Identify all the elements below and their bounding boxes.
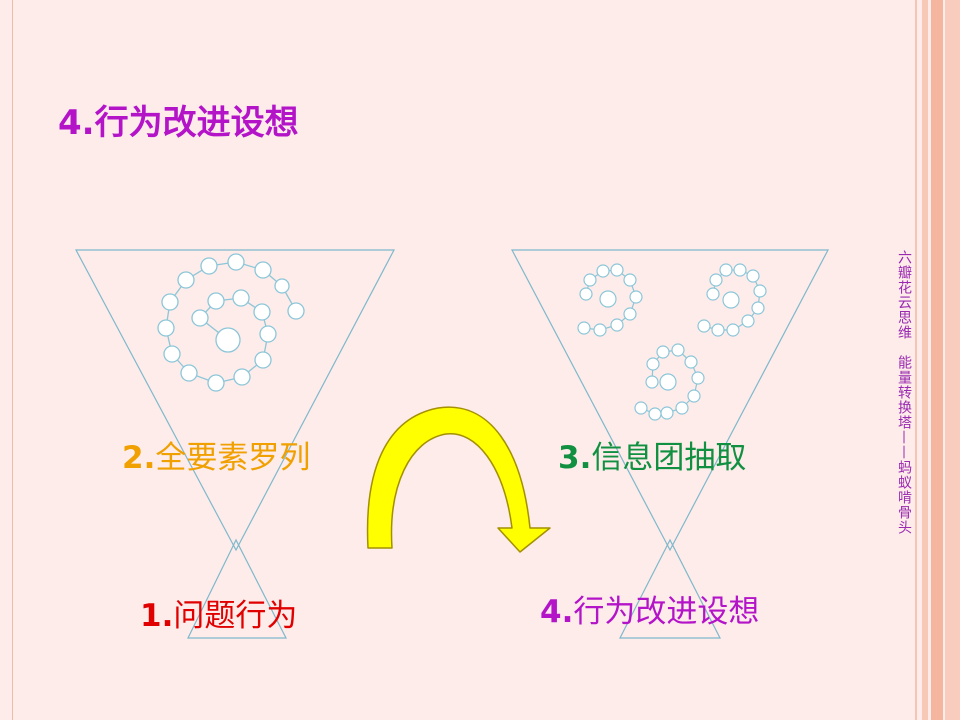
label-problem-behavior: 1.问题行为 [140,598,298,634]
label-improvement: 4.行为改进设想 [540,594,760,630]
left-upper-funnel [75,249,395,552]
transition-arrow [366,406,551,553]
label-info-extract: 3.信息团抽取 [558,440,747,476]
vertical-caption: 六瓣花云思维 能量转换塔——蚂蚁啃骨头 [896,250,912,535]
info-cluster-3 [634,343,705,421]
label-all-elements: 2.全要素罗列 [122,440,311,476]
slide-title: 4.行为改进设想 [58,103,299,143]
element-spiral [157,253,305,392]
info-cluster-2 [697,263,767,337]
decor-stripe [915,0,917,720]
decor-stripe [945,0,960,720]
right-upper-funnel [511,249,829,552]
left-lower-funnel [187,538,287,639]
right-lower-funnel [619,538,721,639]
info-cluster-1 [577,263,643,337]
decor-stripe [922,0,928,720]
decor-stripe [931,0,943,720]
left-border-line [12,0,13,720]
